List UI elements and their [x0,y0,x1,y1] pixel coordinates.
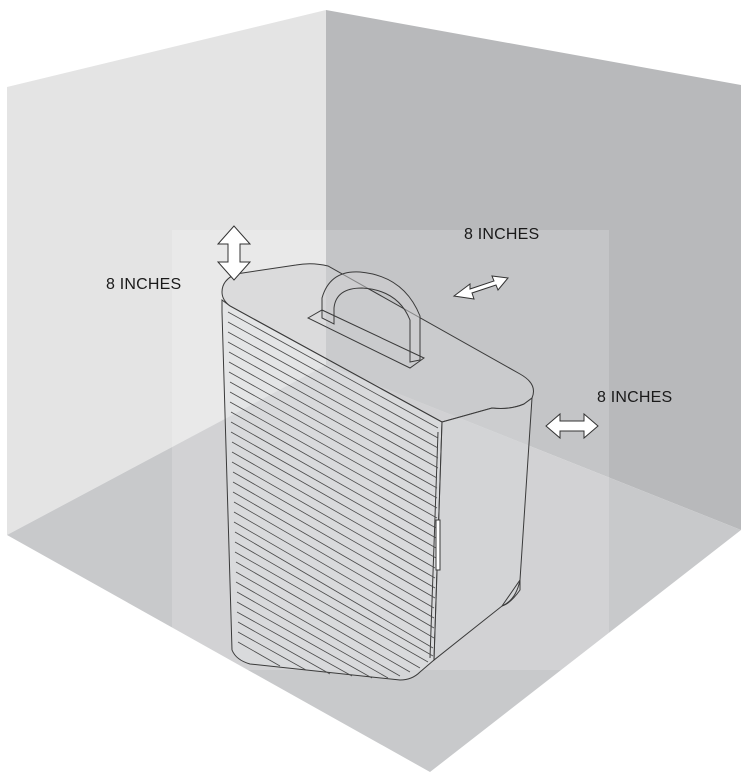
device-handle-recess [306,309,425,369]
side-clearance-arrow-icon [545,412,599,440]
device-grille [227,311,439,679]
device-side-button [435,519,441,571]
top-clearance-label: 8 INCHES [106,276,182,293]
device-handle [321,271,421,363]
air-purifier [221,263,534,681]
back-clearance-label: 8 INCHES [464,226,540,243]
side-clearance-label: 8 INCHES [597,389,673,406]
device-front-face [221,299,443,681]
top-clearance-arrow-icon [216,225,252,281]
back-clearance-arrow-icon [452,275,509,300]
